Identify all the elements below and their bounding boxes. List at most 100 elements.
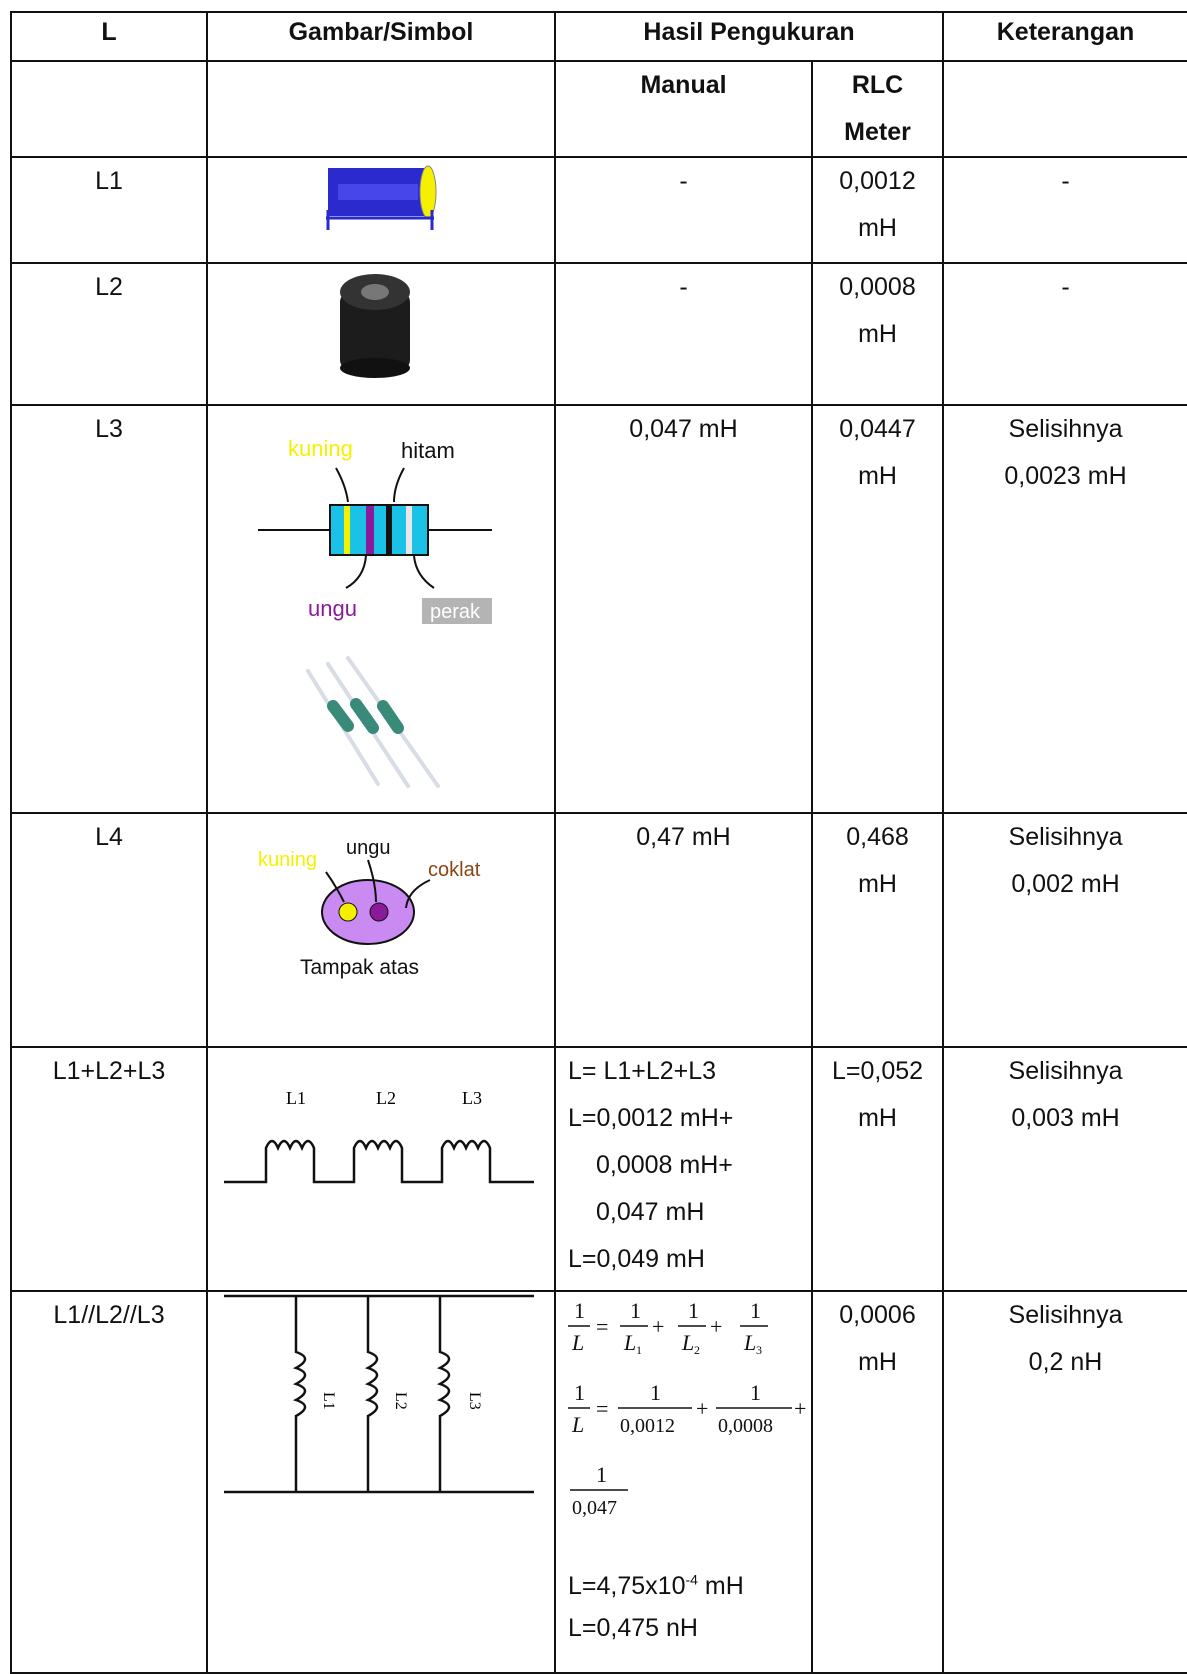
svg-text:L: L [681, 1330, 694, 1355]
svg-text:L: L [743, 1330, 756, 1355]
toroid-body [321, 879, 415, 945]
cell-manual: 0,47 mH [554, 812, 813, 1048]
cell-image-parallel: L1 L2 L3 [206, 1290, 556, 1674]
label-ungu: ungu [308, 596, 357, 621]
cell-image-l1 [206, 156, 556, 264]
parallel-formula: 1 L = 1 L 1 + 1 L 2 + 1 L [568, 1298, 806, 1519]
symbol-l1: L1 [320, 1392, 337, 1410]
caption-tampak-atas: Tampak atas [300, 956, 419, 979]
series-inductor-schematic: L1 L2 L3 [224, 1088, 534, 1184]
cell-l: L1+L2+L3 [10, 1046, 208, 1292]
cell-image-l4: kuning ungu coklat Tampak atas [206, 812, 556, 1048]
svg-text:1: 1 [630, 1298, 641, 1323]
subheader-manual: Manual [554, 60, 813, 158]
cell-l: L1 [10, 156, 208, 264]
cell-keterangan: - [942, 156, 1187, 264]
cell-image-l3: kuning hitam ungu perak [206, 404, 556, 814]
band-hitam [386, 506, 392, 554]
svg-text:3: 3 [756, 1343, 762, 1357]
subheader-empty-l [10, 60, 208, 158]
cell-manual: - [554, 262, 813, 406]
label-coklat: coklat [428, 859, 481, 881]
svg-text:1: 1 [750, 1380, 761, 1405]
header-hasil-pengukuran: Hasil Pengukuran [553, 11, 945, 62]
table-row-l3: L3 kuning hitam ungu perak [10, 404, 1187, 814]
parallel-inductor-schematic: L1 L2 L3 [224, 1294, 534, 1494]
label-ungu: ungu [346, 837, 391, 859]
label-hitam: hitam [401, 438, 455, 463]
svg-text:=: = [596, 1314, 608, 1339]
svg-text:1: 1 [650, 1380, 661, 1405]
ferrite-core-inductor-image [340, 274, 410, 378]
symbol-l1: L1 [286, 1088, 306, 1108]
cell-manual-series: L= L1+L2+L3 L=0,0012 mH+ 0,0008 mH+ 0,04… [554, 1046, 813, 1292]
svg-text:+: + [696, 1396, 708, 1421]
cell-manual: - [554, 156, 813, 264]
band-ungu [366, 506, 374, 554]
cell-image-l2 [206, 262, 556, 406]
svg-text:0,0008: 0,0008 [718, 1415, 773, 1437]
svg-text:1: 1 [596, 1462, 607, 1487]
symbol-l3: L3 [462, 1088, 482, 1108]
svg-text:1: 1 [688, 1298, 699, 1323]
label-perak: perak [430, 601, 481, 623]
svg-text:0,0012: 0,0012 [620, 1415, 675, 1437]
svg-text:0,047: 0,047 [572, 1497, 617, 1519]
band-kuning [344, 506, 350, 554]
inductor-end-cap [419, 165, 437, 219]
winding-texture [338, 184, 418, 200]
series-circuit-wire [224, 1139, 534, 1184]
cell-image-series: L1 L2 L3 [206, 1046, 556, 1292]
svg-text:L: L [571, 1412, 584, 1437]
svg-text:1: 1 [636, 1343, 642, 1357]
svg-text:=: = [596, 1396, 608, 1421]
coil-l3 [436, 1296, 451, 1492]
svg-text:2: 2 [694, 1343, 700, 1357]
table-row-l4: L4 kuning ungu coklat Tampak atas 0,47 m… [10, 812, 1187, 1048]
subheader-empty-gambar [206, 60, 556, 158]
header-gambar-simbol: Gambar/Simbol [206, 11, 556, 62]
cell-l: L4 [10, 812, 208, 1048]
photo-inductors [306, 656, 440, 788]
cell-manual: 0,047 mH [554, 404, 813, 814]
color-band-inductor-diagram: kuning hitam ungu perak [258, 436, 492, 788]
cell-keterangan: - [942, 262, 1187, 406]
cell-l: L3 [10, 404, 208, 814]
symbol-l3: L3 [466, 1392, 483, 1410]
table-row-parallel: L1//L2//L3 L1 L2 L3 1 L = 1 [10, 1290, 1187, 1674]
svg-text:L: L [623, 1330, 636, 1355]
coil-l2 [364, 1296, 379, 1492]
toroid-inductor-top-view: kuning ungu coklat Tampak atas [258, 837, 481, 979]
header-l: L [10, 11, 208, 62]
svg-text:1: 1 [574, 1380, 585, 1405]
coil-l1 [292, 1296, 307, 1492]
svg-text:L: L [571, 1330, 584, 1355]
band-perak [406, 506, 412, 554]
svg-text:+: + [794, 1396, 806, 1421]
table-row-series: L1+L2+L3 L1 L2 L3 L= L1+L2+L3 L=0,0012 m… [10, 1046, 1187, 1292]
svg-text:1: 1 [574, 1298, 585, 1323]
parallel-result-2: L=0,475 nH [568, 1614, 698, 1642]
measurement-table: L Gambar/Simbol Hasil Pengukuran Keteran… [10, 11, 1187, 1674]
label-kuning: kuning [258, 849, 317, 871]
symbol-l2: L2 [392, 1392, 409, 1410]
subheader-empty-keterangan [942, 60, 1187, 158]
cell-l: L2 [10, 262, 208, 406]
symbol-l2: L2 [376, 1088, 396, 1108]
svg-text:1: 1 [750, 1298, 761, 1323]
header-keterangan: Keterangan [942, 11, 1187, 62]
cell-manual-parallel: 1 L = 1 L 1 + 1 L 2 + 1 L [554, 1290, 813, 1674]
